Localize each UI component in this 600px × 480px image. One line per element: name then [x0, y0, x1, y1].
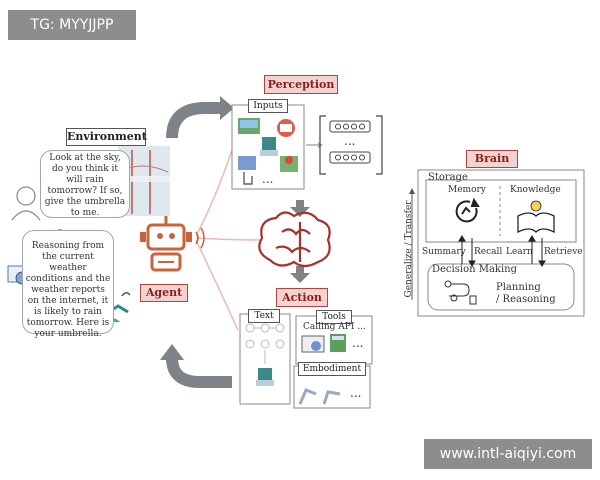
- decision-panel: [427, 263, 575, 311]
- brain-icon: [258, 211, 331, 268]
- document-icon: [260, 137, 278, 156]
- knowledge-label: Knowledge: [510, 185, 561, 195]
- agent-label: Agent: [140, 284, 188, 302]
- text-network-icon: [245, 323, 285, 364]
- agent-link-perception: [195, 149, 233, 237]
- agent-link-brain: [195, 237, 263, 241]
- video-icon: [238, 156, 256, 170]
- tools-label: Tools: [316, 310, 352, 324]
- user-question-bubble: Look at the sky, do you think it will ra…: [40, 150, 130, 218]
- recall-label: Recall: [474, 247, 503, 257]
- agent-link-action: [195, 239, 239, 331]
- env-to-perception-arrowhead: [220, 96, 234, 120]
- brain-to-action-arrowhead: [290, 273, 310, 283]
- action-label: Action: [276, 288, 328, 307]
- inputs-label: Inputs: [248, 99, 288, 113]
- storage-panel: [425, 179, 577, 243]
- agent-reply-bubble: Reasoning from the current weather condi…: [22, 230, 114, 339]
- planning-label: Planning: [496, 282, 541, 293]
- perception-to-brain-arrow: [296, 200, 304, 208]
- robot-icon: [140, 216, 205, 272]
- tokens-ellipsis: ...: [344, 134, 356, 148]
- embodiment-ellipsis: ...: [350, 386, 362, 400]
- text-label: Text: [248, 309, 280, 323]
- learn-label: Learn: [506, 247, 533, 257]
- embodiment-label: Embodiment: [298, 362, 366, 376]
- brain-label: Brain: [466, 150, 518, 168]
- reasoning-label: / Reasoning: [496, 294, 556, 305]
- generalize-transfer-label: Generalize / Transfer: [404, 200, 414, 298]
- inputs-ellipsis: ...: [262, 172, 274, 186]
- storage-decision-arrows: [458, 235, 546, 267]
- token-row-2: [329, 151, 371, 164]
- text-output-icon: [256, 368, 274, 386]
- memory-icon: [455, 197, 480, 223]
- env-to-perception-arrow: [166, 102, 222, 139]
- memory-label: Memory: [448, 185, 486, 195]
- knowledge-icon: [517, 200, 555, 234]
- perception-to-brain-arrowhead: [290, 207, 310, 217]
- map-icon: [280, 156, 298, 172]
- robot-arm-2-icon: [322, 390, 341, 405]
- planning-icon: [444, 280, 477, 305]
- encoder-bracket: [319, 115, 383, 175]
- calling-api-text: Calling API ...: [303, 322, 366, 332]
- tools-ellipsis: ...: [352, 336, 364, 350]
- storage-label: Storage: [428, 172, 468, 183]
- calculator-icon: [330, 334, 346, 352]
- robot-arm-1-icon: [298, 388, 317, 405]
- brain-to-action-arrow: [296, 266, 304, 274]
- environment-label: Environment: [66, 128, 147, 146]
- decision-making-label: Decision Making: [432, 264, 518, 275]
- action-to-env-arrow: [166, 357, 232, 388]
- watermark-bottom: www.intl-aiqiyi.com: [424, 439, 592, 469]
- token-row-1: [329, 120, 371, 133]
- audio-icon: [277, 119, 295, 137]
- retrieve-label: Retrieve: [544, 247, 583, 257]
- perception-label: Perception: [264, 75, 338, 94]
- action-to-env-arrowhead: [160, 344, 184, 360]
- person-icon: [16, 186, 36, 206]
- watermark-top: TG: MYYJJPP: [8, 10, 136, 40]
- browser-icon: [301, 335, 325, 353]
- input-image-icon: [238, 118, 260, 134]
- touch-icon: [243, 172, 253, 185]
- summary-label: Summary: [422, 247, 466, 257]
